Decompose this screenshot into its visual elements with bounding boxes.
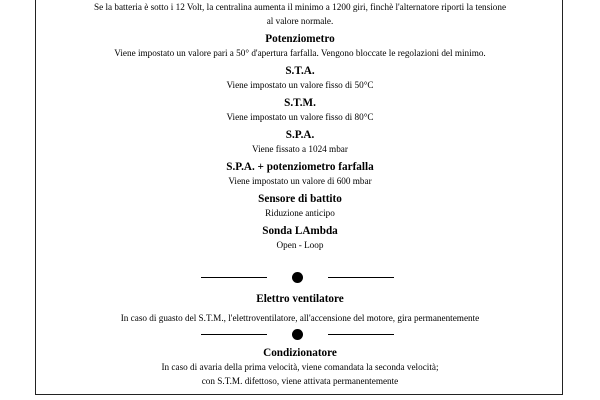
section-sensore-battito: Sensore di battito Riduzione anticipo xyxy=(0,192,600,220)
section-text: Viene impostato un valore fisso di 80°C xyxy=(226,112,374,122)
section-title: S.P.A. xyxy=(285,129,315,141)
section-text: Viene impostato un valore di 600 mbar xyxy=(228,176,372,186)
section-elettro-ventilatore: Elettro ventilatore In caso di guasto de… xyxy=(0,292,600,325)
page-frame xyxy=(35,0,563,395)
divider xyxy=(0,271,600,285)
section-title: Elettro ventilatore xyxy=(256,293,344,305)
divider-line-left xyxy=(201,334,267,335)
section-text: Riduzione anticipo xyxy=(265,208,335,218)
section-spa: S.P.A. Viene fissato a 1024 mbar xyxy=(0,128,600,156)
section-potenziometro: Potenziometro Viene impostato un valore … xyxy=(0,32,600,60)
section-stm: S.T.M. Viene impostato un valore fisso d… xyxy=(0,96,600,124)
section-text-line-2: con S.T.M. difettoso, viene attivata per… xyxy=(201,376,399,386)
section-text: Open - Loop xyxy=(276,240,324,250)
bullet-dot-icon xyxy=(292,272,303,283)
section-title: Sonda LAmbda xyxy=(262,225,338,237)
section-text: Viene fissato a 1024 mbar xyxy=(252,144,348,154)
section-sonda-lambda: Sonda LAmbda Open - Loop xyxy=(0,224,600,252)
section-spa-potenziometro: S.P.A. + potenziometro farfalla Viene im… xyxy=(0,160,600,188)
divider xyxy=(0,328,600,342)
intro-line-2: al valore normale. xyxy=(266,16,334,26)
section-title: S.T.M. xyxy=(284,97,316,109)
intro-block: Se la batteria è sotto i 12 Volt, la cen… xyxy=(0,0,600,28)
bullet-dot-icon xyxy=(292,329,303,340)
section-title: S.T.A. xyxy=(285,65,315,77)
divider-line-left xyxy=(201,277,267,278)
section-title: S.P.A. + potenziometro farfalla xyxy=(226,161,374,173)
section-title: Sensore di battito xyxy=(258,193,342,205)
divider-line-right xyxy=(328,334,394,335)
section-sta: S.T.A. Viene impostato un valore fisso d… xyxy=(0,64,600,92)
section-title: Potenziometro xyxy=(265,33,335,45)
section-text-line-1: In caso di avaria della prima velocità, … xyxy=(161,362,439,372)
section-condizionatore: Condizionatore In caso di avaria della p… xyxy=(0,346,600,388)
section-text: Viene impostato un valore pari a 50° d'a… xyxy=(114,48,486,58)
intro-line-1: Se la batteria è sotto i 12 Volt, la cen… xyxy=(93,2,507,12)
divider-line-right xyxy=(328,277,394,278)
section-title: Condizionatore xyxy=(263,347,337,359)
section-text: Viene impostato un valore fisso di 50°C xyxy=(226,80,374,90)
section-text: In caso di guasto del S.T.M., l'elettrov… xyxy=(120,313,480,323)
